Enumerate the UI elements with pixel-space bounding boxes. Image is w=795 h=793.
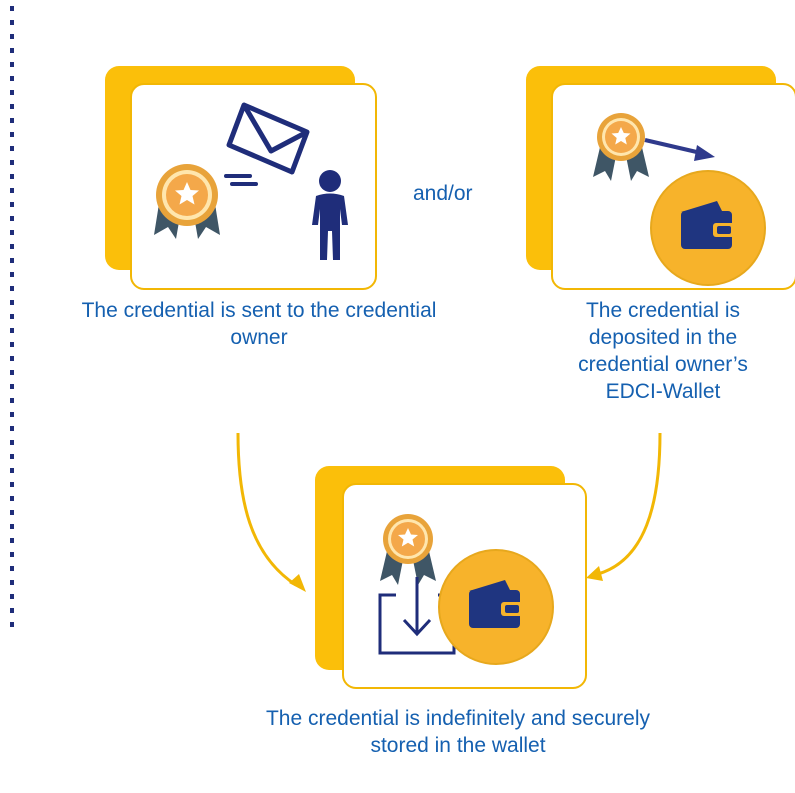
arrowhead-right (586, 566, 603, 581)
wallet-icon (650, 170, 766, 286)
card-panel (342, 483, 587, 689)
badge-icon (593, 113, 649, 181)
caption-stored-in-wallet: The credential is indefinitely and secur… (265, 707, 651, 757)
wallet-icon (438, 549, 554, 665)
arrowhead-left (289, 574, 306, 592)
caption-sent-to-owner: The credential is sent to the credential… (81, 299, 437, 349)
envelope-icon (224, 102, 310, 186)
person-icon (312, 170, 348, 260)
badge-icon (380, 514, 436, 585)
arrow-icon (644, 138, 715, 161)
dotted-divider (10, 6, 14, 636)
card-panel (551, 83, 795, 290)
badge-icon (154, 164, 220, 239)
and-or-label: and/or (413, 182, 473, 205)
card-panel (130, 83, 377, 290)
caption-deposited-in-wallet: The credential is deposited in the crede… (578, 299, 748, 403)
